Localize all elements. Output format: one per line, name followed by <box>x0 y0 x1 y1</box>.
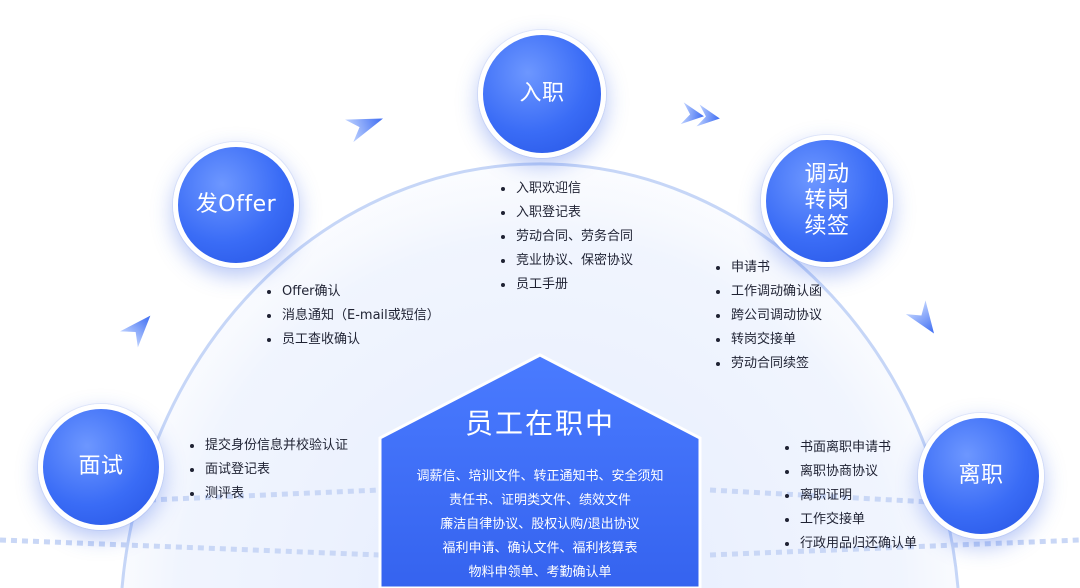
node-offer-label: 发Offer <box>195 192 277 217</box>
main-arc <box>120 162 960 588</box>
arrow-icon-right <box>905 300 935 334</box>
list-item: 劳动合同、劳务合同 <box>501 225 633 249</box>
arrow-icon-upper-right <box>680 102 720 127</box>
dotted-track-right-lower <box>709 537 1080 558</box>
list-item: Offer确认 <box>267 280 440 304</box>
list-item: 跨公司调动协议 <box>716 304 822 328</box>
dotted-track-left-upper <box>149 487 381 503</box>
list-item: 员工查收确认 <box>267 328 440 352</box>
arrow-icon-left <box>120 315 151 348</box>
list-interview: 提交身份信息并校验认证 面试登记表 测评表 <box>190 434 348 506</box>
node-leave-label: 离职 <box>958 463 1004 488</box>
list-item: 入职登记表 <box>501 201 633 225</box>
list-item: 离职证明 <box>785 484 917 508</box>
list-leave: 书面离职申请书 离职协商协议 离职证明 工作交接单 行政用品归还确认单 <box>785 436 917 556</box>
list-item: 测评表 <box>190 482 348 506</box>
center-line: 调薪信、培训文件、转正通知书、安全须知 <box>416 469 664 484</box>
arrow-icon-upper-left <box>345 118 384 143</box>
node-onboard-label: 入职 <box>519 81 565 106</box>
list-item: 劳动合同续签 <box>716 352 822 376</box>
list-onboard: 入职欢迎信 入职登记表 劳动合同、劳务合同 竞业协议、保密协议 员工手册 <box>501 177 633 297</box>
node-interview: 面试 <box>38 404 164 530</box>
list-item: 工作调动确认函 <box>716 280 822 304</box>
list-item: 工作交接单 <box>785 508 917 532</box>
list-item: 书面离职申请书 <box>785 436 917 460</box>
list-offer: Offer确认 消息通知（E-mail或短信） 员工查收确认 <box>267 280 440 352</box>
dotted-track-left-lower <box>0 537 381 558</box>
list-item: 行政用品归还确认单 <box>785 532 917 556</box>
center-line: 物料申领单、考勤确认单 <box>468 565 612 580</box>
list-transfer: 申请书 工作调动确认函 跨公司调动协议 转岗交接单 劳动合同续签 <box>716 256 822 376</box>
dotted-track-right-upper <box>709 487 931 505</box>
center-title: 员工在职中 <box>464 407 615 440</box>
list-item: 入职欢迎信 <box>501 177 633 201</box>
node-transfer: 调动 转岗 续签 <box>761 135 893 267</box>
list-item: 离职协商协议 <box>785 460 917 484</box>
center-line: 责任书、证明类文件、绩效文件 <box>448 493 631 508</box>
dotted-tracks <box>0 487 1080 558</box>
node-transfer-label: 调动 转岗 续签 <box>804 162 850 239</box>
list-item: 消息通知（E-mail或短信） <box>267 304 440 328</box>
node-leave: 离职 <box>918 413 1044 539</box>
list-item: 竞业协议、保密协议 <box>501 249 633 273</box>
node-offer: 发Offer <box>173 142 299 268</box>
list-item: 转岗交接单 <box>716 328 822 352</box>
list-item: 提交身份信息并校验认证 <box>190 434 348 458</box>
list-item: 员工手册 <box>501 273 633 297</box>
list-item: 申请书 <box>716 256 822 280</box>
center-hexagon <box>378 353 702 588</box>
node-interview-label: 面试 <box>78 454 124 479</box>
center-line: 廉洁自律协议、股权认购/退出协议 <box>440 517 640 532</box>
center-lines: 调薪信、培训文件、转正通知书、安全须知 责任书、证明类文件、绩效文件 廉洁自律协… <box>380 465 700 585</box>
list-item: 面试登记表 <box>190 458 348 482</box>
center-line: 福利申请、确认文件、福利核算表 <box>442 541 638 556</box>
node-onboard: 入职 <box>478 30 606 158</box>
